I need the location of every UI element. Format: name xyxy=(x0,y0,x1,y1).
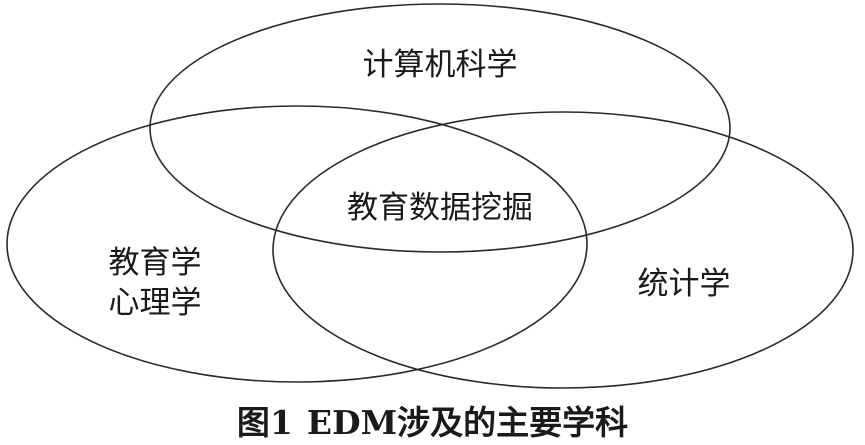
ellipse-computer-science xyxy=(149,3,731,253)
label-education: 教育学 xyxy=(109,245,202,281)
figure-title: EDM涉及的主要学科 xyxy=(306,403,629,442)
label-statistics: 统计学 xyxy=(638,266,731,302)
label-intersection-edm: 教育数据挖掘 xyxy=(347,190,533,226)
ellipse-statistics xyxy=(272,111,854,389)
figure-number: 图1 xyxy=(236,403,293,442)
label-psychology: 心理学 xyxy=(109,285,202,321)
figure-caption: 图1 EDM涉及的主要学科 xyxy=(0,396,865,444)
label-computer-science: 计算机科学 xyxy=(363,47,518,83)
ellipse-education-psychology xyxy=(6,105,588,383)
